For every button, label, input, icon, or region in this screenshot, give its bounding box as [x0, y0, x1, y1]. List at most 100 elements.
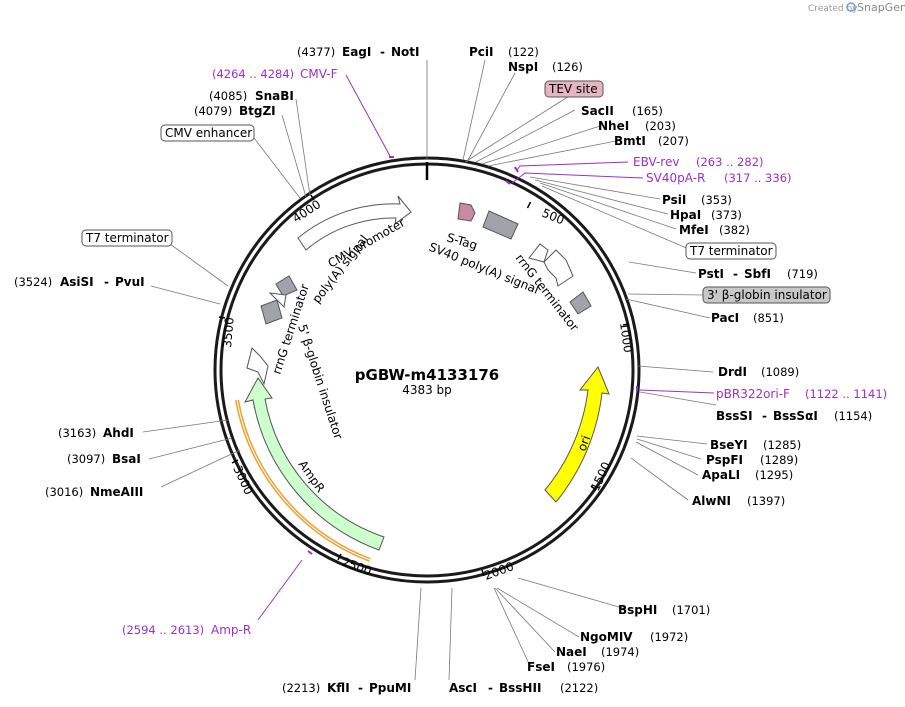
site-name-alwni[interactable]: AlwNI	[692, 494, 731, 508]
site-name-noti[interactable]: NotI	[391, 45, 420, 59]
ori-arrow[interactable]	[544, 366, 610, 503]
site-name-sbfi[interactable]: SbfI	[744, 267, 771, 281]
ori-label: ori	[575, 434, 593, 453]
site-name-bsssai[interactable]: BssSαI	[773, 409, 818, 423]
callout-box-tev-site[interactable]	[544, 80, 604, 98]
callout-t7-left: T7 terminator	[85, 231, 169, 245]
site-name-ppumi[interactable]: PpuMI	[369, 681, 411, 695]
site-name-bsssi[interactable]: BssSI	[716, 409, 753, 423]
callout-box-cmv-enhancer[interactable]	[160, 124, 255, 142]
tick-500	[526, 201, 532, 209]
site-name-hpai[interactable]: HpaI	[670, 208, 701, 222]
primer-name-sv40pa-r[interactable]: SV40pA-R	[646, 171, 705, 185]
credit-brand: SnapGene	[857, 1, 905, 14]
site-name-psii[interactable]: PsiI	[662, 193, 686, 207]
site-name-btgzi[interactable]: BtgZI	[239, 104, 276, 118]
site-pos-eagi: (4377)	[297, 45, 335, 59]
site-sep-bsssi: -	[762, 409, 767, 423]
tick-4000	[310, 194, 315, 201]
site-pos-nmeaiii: (3016)	[45, 485, 83, 499]
site-pos-ngomiv: (1972)	[650, 630, 688, 644]
site-name-pspfi[interactable]: PspFI	[706, 453, 743, 467]
site-name-bseyi[interactable]: BseYI	[710, 438, 748, 452]
rrng-terminator-arrow-right[interactable]	[543, 249, 574, 287]
site-name-eagi[interactable]: EagI	[342, 45, 371, 59]
site-name-bmti[interactable]: BmtI	[614, 134, 646, 148]
site-name-bsai[interactable]: BsaI	[112, 452, 141, 466]
sv40-polya-feature[interactable]	[482, 210, 519, 240]
site-name-ngomiv[interactable]: NgoMIV	[580, 630, 633, 644]
site-name-nspi[interactable]: NspI	[508, 60, 538, 74]
insulator-3-feature[interactable]	[569, 291, 592, 315]
site-name-ahdi[interactable]: AhdI	[103, 426, 134, 440]
s-tag-feature[interactable]	[457, 202, 476, 222]
tick-3000	[231, 459, 239, 464]
site-pos-pspfi: (1289)	[760, 453, 798, 467]
site-pos-kfli: (2213)	[282, 681, 320, 695]
ampr-arrow[interactable]	[244, 377, 385, 551]
site-name-kfli[interactable]: KflI	[327, 681, 350, 695]
cmv-promoter-arrow[interactable]	[297, 195, 412, 251]
site-pos-asisi: (3524)	[14, 275, 52, 289]
plasmid-length: 4383 bp	[402, 383, 452, 397]
site-name-paci[interactable]: PacI	[711, 311, 739, 325]
primer-range-ebv-rev: (263 .. 282)	[696, 155, 764, 169]
site-pos-bseyi: (1285)	[763, 438, 801, 452]
plasmid-name: pGBW-m4133176	[355, 366, 499, 384]
site-pos-hpai: (373)	[711, 208, 742, 222]
insulator-5-feature[interactable]	[260, 299, 283, 325]
site-sep-kfli: -	[358, 681, 363, 695]
primer-name-ebv-rev[interactable]: EBV-rev	[633, 155, 679, 169]
site-name-apali[interactable]: ApaLI	[702, 468, 740, 482]
site-pos-naei: (1974)	[601, 645, 639, 659]
site-name-psti[interactable]: PstI	[698, 267, 724, 281]
callout-box-insulator-3[interactable]	[702, 286, 831, 304]
site-name-nmeaiii[interactable]: NmeAIII	[90, 485, 143, 499]
site-name-sacii[interactable]: SacII	[581, 104, 614, 118]
site-pos-btgzi: (4079)	[194, 104, 232, 118]
site-pos-fsei: (1976)	[567, 660, 605, 674]
site-leaders	[142, 59, 717, 681]
snapgene-logo-icon	[846, 2, 856, 12]
rrng-terminator-arrow-left[interactable]	[246, 347, 269, 386]
site-name-nhei[interactable]: NheI	[598, 119, 629, 133]
site-name-mfei[interactable]: MfeI	[679, 223, 709, 237]
site-name-drdi[interactable]: DrdI	[718, 365, 747, 379]
site-pos-apali: (1295)	[755, 468, 793, 482]
site-name-asisi[interactable]: AsiSI	[60, 275, 94, 289]
site-name-pvui[interactable]: PvuI	[115, 275, 145, 289]
callout-box-t7-right[interactable]	[685, 242, 777, 260]
polya-signal-label: poly(A) signal	[309, 232, 371, 305]
site-name-fsei[interactable]: FseI	[527, 660, 555, 674]
tick-3500	[218, 316, 226, 319]
callout-t7-right: T7 terminator	[689, 244, 773, 258]
terminator-arrow-small[interactable]	[528, 243, 549, 263]
primer-name-pbr322ori-f[interactable]: pBR322ori-F	[716, 387, 790, 401]
primer-range-amp-r: (2594 .. 2613)	[122, 623, 204, 637]
terminator-arrow-left-small[interactable]	[268, 292, 287, 309]
site-pos-bsai: (3097)	[67, 452, 105, 466]
callout-box-t7-left[interactable]	[81, 229, 173, 247]
site-pos-psti: (719)	[787, 267, 818, 281]
site-name-snabi[interactable]: SnaBI	[255, 89, 294, 103]
site-name-asci[interactable]: AscI	[449, 681, 477, 695]
site-pos-drdi: (1089)	[761, 365, 799, 379]
terminator-box-left[interactable]	[275, 275, 298, 297]
site-name-bsphi[interactable]: BspHI	[618, 603, 657, 617]
primer-range-pbr322ori-f: (1122 .. 1141)	[805, 387, 887, 401]
tick-1500	[590, 485, 597, 491]
site-name-bsshii[interactable]: BssHII	[499, 681, 541, 695]
callout-insulator-3: 3' β-globin insulator	[707, 288, 827, 302]
site-pos-pcii: (122)	[508, 45, 539, 59]
site-sep-psti: -	[733, 267, 738, 281]
site-pos-sacii: (165)	[632, 104, 663, 118]
site-name-pcii[interactable]: PciI	[469, 45, 494, 59]
primer-name-amp-r[interactable]: Amp-R	[211, 623, 251, 637]
site-pos-mfei: (382)	[719, 223, 750, 237]
site-name-naei[interactable]: NaeI	[556, 645, 587, 659]
primer-name-cmv-f[interactable]: CMV-F	[300, 67, 338, 81]
callout-tev-site: TEV site	[548, 82, 598, 96]
site-pos-snabi: (4085)	[209, 89, 247, 103]
tick-label-3500: 3500	[220, 317, 237, 349]
